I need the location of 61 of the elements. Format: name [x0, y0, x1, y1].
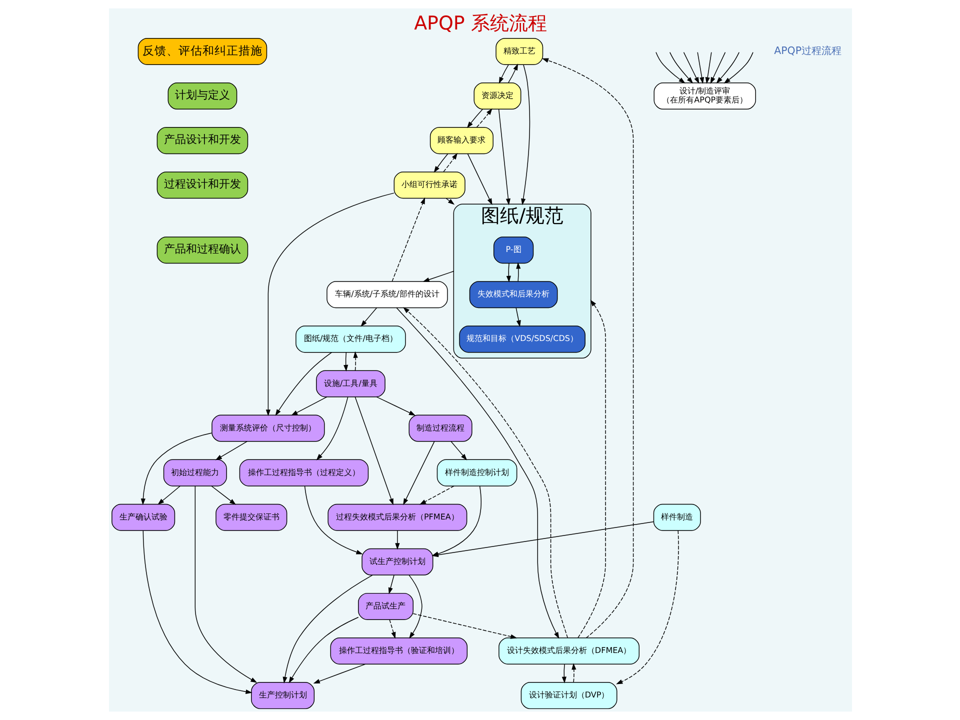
arrow: [466, 108, 482, 128]
label: APQP过程流程: [774, 46, 841, 58]
arrow: [716, 52, 739, 84]
arrow: [561, 664, 566, 684]
arrow: [506, 262, 510, 282]
arrow: [194, 486, 257, 683]
arrow: [433, 153, 448, 173]
arrow: [508, 64, 518, 84]
diagram-title: APQP 系统流程: [414, 12, 546, 34]
arrow: [476, 108, 492, 128]
arrow: [388, 574, 394, 594]
arrow: [214, 441, 247, 460]
arrow: [312, 664, 366, 684]
arrow: [577, 300, 606, 638]
arrow: [210, 486, 236, 505]
arrow: [288, 616, 358, 684]
arrow: [290, 396, 327, 416]
arrow: [682, 52, 699, 84]
arrow: [274, 352, 332, 416]
arrow: [282, 574, 372, 684]
arrow: [655, 52, 685, 84]
arrow: [466, 154, 492, 206]
arrow: [157, 486, 180, 505]
arrow: [394, 530, 400, 550]
arrow: [352, 351, 358, 371]
arrow: [694, 52, 704, 84]
arrow: [142, 530, 252, 694]
arrow: [710, 52, 726, 84]
arrow: [140, 432, 212, 506]
arrow: [498, 108, 510, 206]
arrow: [388, 619, 396, 639]
arrow: [704, 52, 715, 84]
arrow: [304, 486, 362, 554]
arrow: [316, 396, 348, 460]
node-box: 反馈、评估和纠正措施: [137, 38, 267, 65]
arrow: [520, 64, 530, 206]
arrow: [616, 530, 678, 684]
arrow: [354, 396, 393, 506]
arrow: [422, 270, 454, 282]
arrow: [541, 58, 634, 638]
arrow: [442, 152, 458, 172]
arrow: [412, 613, 517, 639]
node-box: 计划与定义: [167, 82, 237, 110]
arrow: [402, 441, 434, 506]
arrow: [376, 396, 416, 416]
arrow: [391, 197, 425, 282]
arrow: [343, 352, 348, 372]
arrow: [418, 486, 454, 505]
arrow: [515, 307, 520, 327]
node-box: 产品和过程确认: [156, 236, 248, 264]
arrow: [265, 192, 394, 416]
node-box: 过程设计和开发: [156, 172, 248, 199]
arrow: [450, 441, 467, 460]
node-box: 产品设计和开发: [156, 127, 248, 154]
arrow: [571, 663, 576, 683]
arrow: [516, 262, 520, 282]
arrow: [360, 307, 377, 327]
arrow: [498, 64, 508, 84]
arrow: [723, 52, 753, 84]
arrow: [669, 52, 693, 84]
arrow: [408, 574, 422, 639]
